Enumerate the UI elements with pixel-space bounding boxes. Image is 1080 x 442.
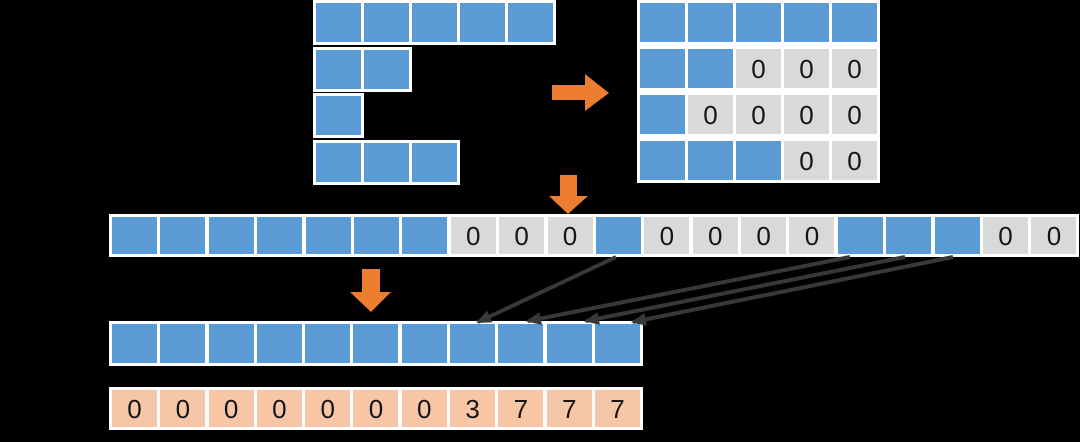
index-cell: 0 <box>112 390 157 427</box>
token-cell <box>364 50 409 89</box>
token-cell <box>316 96 361 135</box>
token-cell <box>450 324 496 363</box>
token-cell <box>784 3 829 42</box>
index-cell: 0 <box>208 390 254 427</box>
unpadded-sequence-row-4 <box>313 140 460 185</box>
token-cell <box>546 324 592 363</box>
token-cell <box>353 217 399 254</box>
pad-zero-cell: 0 <box>784 49 829 88</box>
token-cell <box>112 324 157 363</box>
pad-zero-cell: 0 <box>832 141 877 180</box>
gather-connector-line <box>584 255 906 325</box>
token-cell <box>886 217 932 254</box>
token-cell <box>208 324 254 363</box>
token-cell <box>256 324 302 363</box>
token-cell <box>688 141 733 180</box>
token-cell <box>402 217 448 254</box>
token-cell <box>364 3 409 42</box>
token-cell <box>305 217 351 254</box>
index-cell: 3 <box>450 390 496 427</box>
gather-connector-line <box>631 255 954 326</box>
pad-zero-cell: 0 <box>784 141 829 180</box>
unpadded-sequence-row-2 <box>313 47 412 92</box>
token-cell <box>112 217 157 254</box>
token-cell <box>412 3 457 42</box>
token-cell <box>688 3 733 42</box>
padded-matrix-row-1 <box>640 3 877 42</box>
token-cell <box>640 141 685 180</box>
pad-zero-cell: 0 <box>644 217 690 254</box>
token-cell <box>640 95 685 134</box>
pad-zero-cell: 0 <box>741 217 787 254</box>
index-cell: 7 <box>546 390 592 427</box>
pad-zero-cell: 0 <box>450 217 496 254</box>
token-cell <box>401 324 447 363</box>
token-cell <box>508 3 553 42</box>
index-cell: 7 <box>498 390 544 427</box>
token-cell <box>595 217 641 254</box>
pad-zero-cell: 0 <box>1031 217 1077 254</box>
token-cell <box>257 217 303 254</box>
pad-zero-cell: 0 <box>789 217 835 254</box>
pad-zero-cell: 0 <box>688 95 733 134</box>
token-cell <box>160 324 206 363</box>
token-cell <box>460 3 505 42</box>
pad-zero-cell: 0 <box>547 217 593 254</box>
token-cell <box>364 143 409 182</box>
token-cell <box>934 217 980 254</box>
token-cell <box>736 3 781 42</box>
index-cell: 0 <box>305 390 351 427</box>
token-cell <box>353 324 399 363</box>
pad-zero-cell: 0 <box>832 49 877 88</box>
pad-zero-cell: 0 <box>692 217 738 254</box>
token-cell <box>208 217 254 254</box>
pack-down-arrow-icon <box>350 269 391 312</box>
token-cell <box>316 50 361 89</box>
token-cell <box>832 3 877 42</box>
pad-zero-cell: 0 <box>499 217 545 254</box>
token-cell <box>736 141 781 180</box>
gather-connector-line <box>476 255 617 324</box>
token-cell <box>305 324 351 363</box>
unpadded-sequence-row-3 <box>313 93 364 138</box>
flatten-down-arrow-icon <box>549 175 588 214</box>
token-cell <box>688 49 733 88</box>
token-cell <box>412 143 457 182</box>
pad-zero-cell: 0 <box>784 95 829 134</box>
token-cell <box>594 324 640 363</box>
unpadded-sequence-row-1 <box>313 0 556 45</box>
token-cell <box>316 143 361 182</box>
token-cell <box>160 217 206 254</box>
token-cell <box>316 3 361 42</box>
index-cell: 7 <box>594 390 640 427</box>
packed-token-row <box>109 321 643 366</box>
pad-zero-cell: 0 <box>832 95 877 134</box>
pad-zero-cell: 0 <box>983 217 1029 254</box>
index-cell: 0 <box>353 390 399 427</box>
index-cell: 0 <box>160 390 206 427</box>
pad-zero-cell: 0 <box>736 95 781 134</box>
token-cell <box>837 217 883 254</box>
pad-zero-cell: 0 <box>736 49 781 88</box>
index-cell: 0 <box>401 390 447 427</box>
token-cell <box>498 324 544 363</box>
index-cell: 0 <box>256 390 302 427</box>
gather-connector-line <box>526 255 851 325</box>
token-cell <box>640 49 685 88</box>
pad-transform-right-arrow-icon <box>552 74 609 111</box>
token-cell <box>640 3 685 42</box>
